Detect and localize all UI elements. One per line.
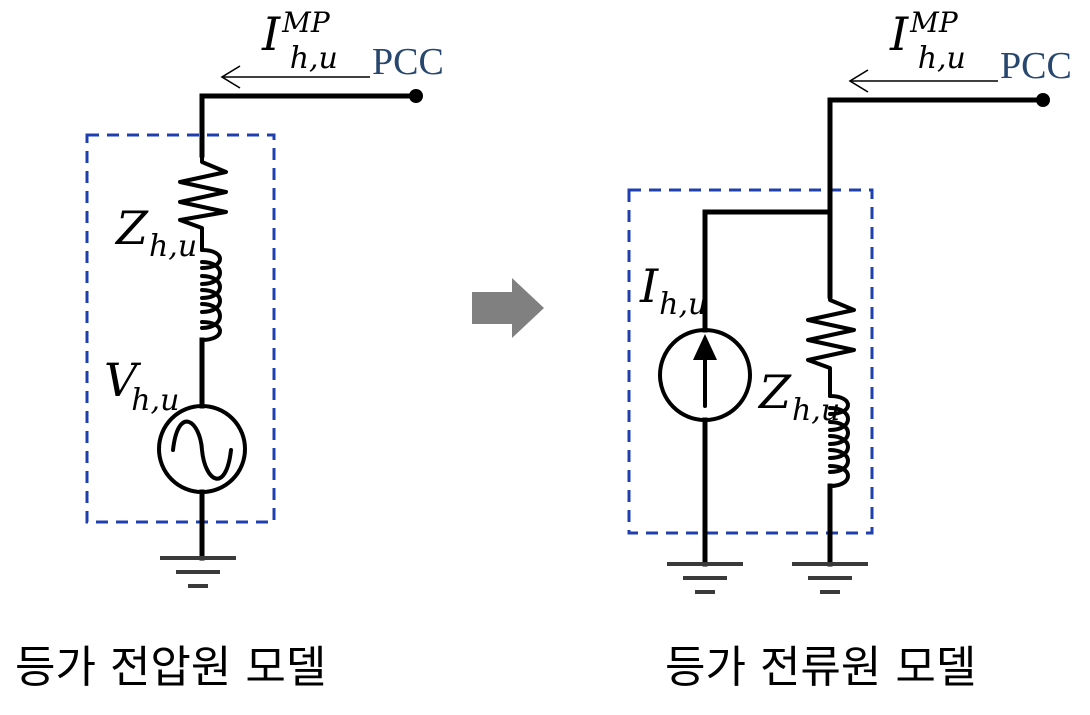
left-inductor [200, 248, 222, 342]
right-current-arrow [848, 69, 998, 93]
right-source-label: Ih,u [639, 259, 707, 322]
left-caption: 등가 전압원 모델 [15, 642, 326, 693]
right-impedance-label: Zh,u [757, 365, 840, 428]
right-arrow-icon [472, 278, 544, 338]
ac-voltage-source-icon [157, 404, 247, 494]
dc-current-source-icon [658, 328, 752, 422]
right-source-ground-icon [667, 562, 743, 594]
left-source-label: Vh,u [104, 353, 179, 418]
right-resistor [806, 294, 856, 398]
left-ground-icon [160, 556, 236, 588]
left-resistor [178, 153, 228, 252]
left-pcc-wire [199, 93, 419, 158]
right-source-branch-wire [702, 209, 833, 333]
right-pcc-label: PCC [1000, 45, 1072, 87]
left-dashed-box [85, 133, 276, 524]
left-current-arrow [220, 65, 370, 89]
right-inductor [828, 394, 850, 488]
right-pcc-node [1036, 93, 1050, 107]
right-impedance-ground-icon [792, 562, 868, 594]
right-pcc-wire [827, 97, 1046, 299]
left-pcc-node [409, 89, 423, 103]
left-impedance-label: Zh,u [114, 201, 197, 264]
left-pcc-label: PCC [372, 41, 444, 83]
right-dashed-box [627, 188, 874, 535]
right-caption: 등가 전류원 모델 [665, 642, 976, 693]
